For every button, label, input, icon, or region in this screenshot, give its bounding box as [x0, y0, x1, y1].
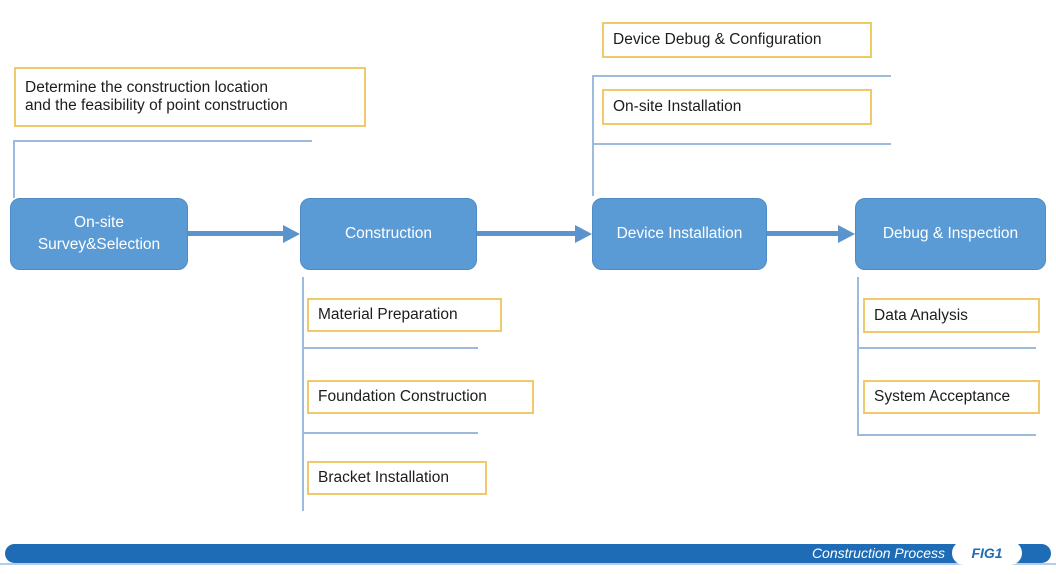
arrow-2-head: [575, 224, 592, 243]
arrow-1-head: [283, 224, 300, 243]
figure-number-label: FIG1: [971, 545, 1003, 561]
arrow-3-head: [838, 224, 855, 243]
note-determine-line1: Determine the construction location: [25, 79, 268, 96]
footer-bar: [5, 544, 1051, 563]
stage-device-installation: Device Installation: [592, 198, 767, 270]
connector-device-col-h2: [592, 143, 891, 145]
connector-device-col-h1: [592, 75, 891, 77]
stage-debug-inspection: Debug & Inspection: [855, 198, 1046, 270]
figure-number-pill: FIG1: [952, 541, 1022, 565]
stage-onsite-survey-line2: Survey&Selection: [37, 236, 161, 253]
note-determine-line2: and the feasibility of point constructio…: [25, 97, 288, 114]
connector-construction-col-v: [302, 277, 304, 511]
note-foundation-construction: Foundation Construction: [307, 380, 534, 414]
note-bracket-installation: Bracket Installation: [307, 461, 487, 495]
connector-device-col-v: [592, 75, 594, 196]
connector-debug-col-h1: [857, 347, 1036, 349]
note-bracket-installation-label: Bracket Installation: [318, 469, 449, 486]
note-system-acceptance-label: System Acceptance: [874, 388, 1011, 405]
arrow-1-shaft: [188, 231, 284, 236]
footer-underline: [0, 563, 1056, 565]
note-foundation-construction-label: Foundation Construction: [318, 388, 487, 405]
footer-caption: Construction Process: [811, 545, 945, 561]
note-device-debug-configuration: Device Debug & Configuration: [602, 22, 872, 58]
stage-construction-label: Construction: [344, 224, 432, 242]
note-data-analysis: Data Analysis: [863, 298, 1040, 333]
note-material-preparation: Material Preparation: [307, 298, 502, 332]
note-onsite-installation-label: On-site Installation: [613, 98, 742, 115]
connector-survey-bracket-v: [13, 140, 15, 198]
connector-debug-col-v: [857, 277, 859, 436]
connector-construction-col-h2: [302, 432, 478, 434]
note-determine-location: Determine the construction location and …: [14, 67, 366, 127]
arrow-3-shaft: [767, 231, 839, 236]
stage-onsite-survey-line1: On-site: [74, 213, 124, 231]
note-onsite-installation: On-site Installation: [602, 89, 872, 125]
note-data-analysis-label: Data Analysis: [874, 306, 968, 324]
connector-debug-col-h2: [857, 434, 1036, 436]
stage-onsite-survey-selection: On-site Survey&Selection: [10, 198, 188, 270]
note-device-debug-label: Device Debug & Configuration: [613, 31, 822, 48]
arrow-2-shaft: [477, 231, 576, 236]
stage-device-installation-label: Device Installation: [616, 224, 743, 242]
note-system-acceptance: System Acceptance: [863, 380, 1040, 414]
stage-debug-inspection-label: Debug & Inspection: [882, 224, 1019, 242]
connector-survey-bracket-h: [13, 140, 312, 142]
stage-construction: Construction: [300, 198, 477, 270]
connector-construction-col-h1: [302, 347, 478, 349]
note-material-preparation-label: Material Preparation: [318, 306, 458, 323]
